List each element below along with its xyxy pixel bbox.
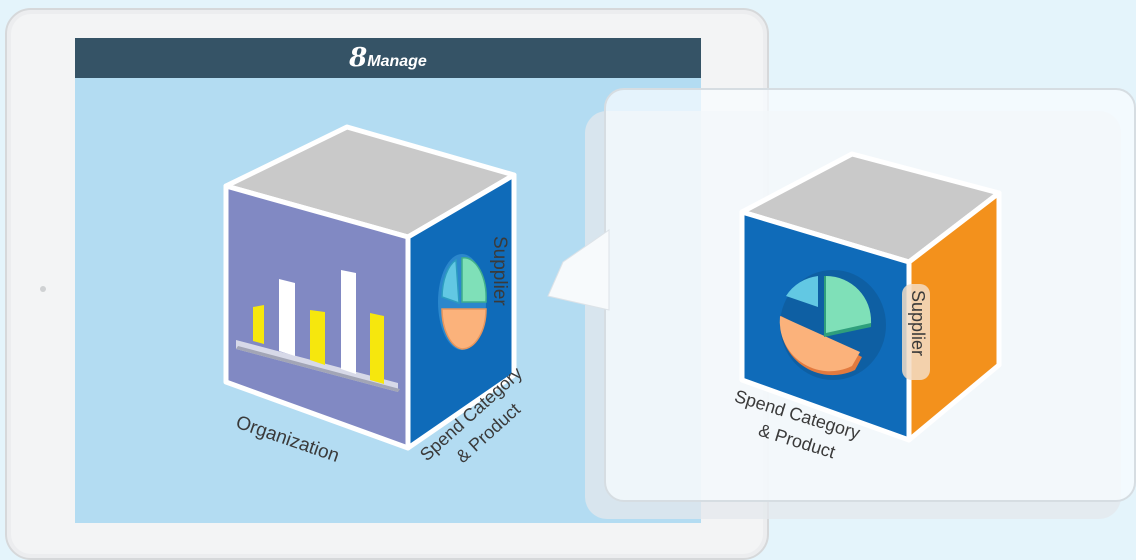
supplier-label-right: Supplier bbox=[908, 290, 928, 357]
home-button[interactable] bbox=[40, 286, 46, 292]
right-cube bbox=[739, 151, 1002, 443]
app-header: 8Manage bbox=[75, 38, 701, 78]
supplier-label-left: Supplier bbox=[489, 236, 510, 306]
callout-pointer bbox=[547, 229, 610, 311]
logo-text: Manage bbox=[367, 53, 427, 70]
pie-chart-icon bbox=[438, 254, 487, 350]
right-cube-side bbox=[906, 190, 1002, 443]
supplier-badge bbox=[902, 284, 930, 380]
pie-chart-icon-large bbox=[779, 270, 886, 380]
bar-chart-icon bbox=[236, 270, 400, 392]
logo-number: 8 bbox=[349, 43, 368, 73]
left-cube bbox=[223, 124, 517, 451]
